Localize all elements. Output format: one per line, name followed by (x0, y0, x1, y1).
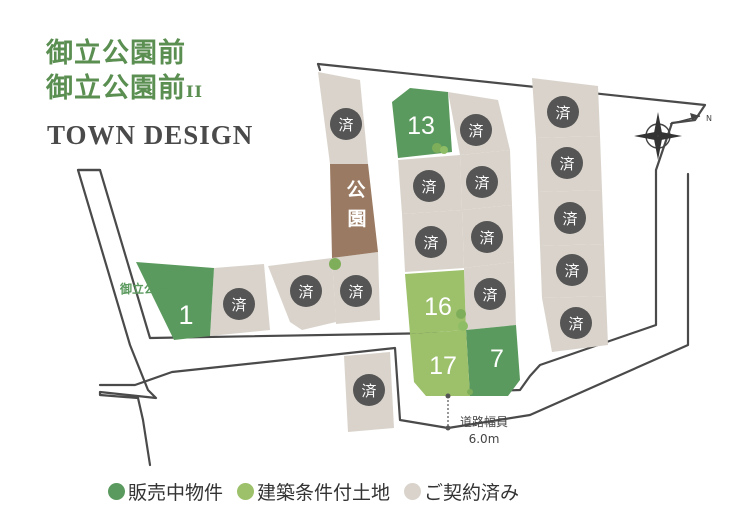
title-line-2: 御立公園前II (46, 73, 203, 104)
sold-badge: 済 (474, 278, 506, 310)
lot-16-number: 16 (424, 293, 452, 321)
road-width-value: 6.0m (469, 432, 500, 446)
svg-text:済: 済 (231, 296, 246, 314)
legend-dot-sold (404, 483, 422, 500)
svg-text:済: 済 (338, 116, 353, 134)
road-lines (76, 62, 707, 467)
park-label-2: 園 (347, 208, 366, 230)
tree-icon (432, 143, 442, 153)
sold-badge: 済 (223, 288, 255, 320)
park-label-1: 公 (346, 179, 365, 201)
sold-badge: 済 (340, 275, 372, 307)
lot-7-number: 7 (490, 345, 504, 373)
sold-badge: 済 (551, 147, 583, 179)
legend-dot-conditional (237, 483, 255, 500)
road-width-marker (445, 393, 451, 431)
sold-badge: 済 (556, 254, 588, 286)
title-line-1: 御立公園前 (46, 38, 186, 69)
legend-item-sold: ご契約済み (404, 478, 519, 505)
svg-text:済: 済 (568, 315, 583, 333)
road-width-label: 道路幅員 (460, 414, 508, 429)
lot-1-caption: 御立公園前II (119, 281, 187, 296)
lot-1-number: 1 (178, 300, 193, 330)
svg-text:済: 済 (564, 262, 579, 280)
lot-13 (392, 88, 452, 158)
svg-text:済: 済 (298, 283, 313, 301)
sold-badge: 済 (466, 166, 498, 198)
svg-text:済: 済 (423, 234, 438, 252)
tree-icon (467, 389, 473, 395)
compass-label: N (706, 114, 712, 123)
svg-text:済: 済 (348, 283, 363, 301)
tree-icon (456, 309, 466, 319)
svg-text:済: 済 (468, 122, 483, 140)
sold-badge: 済 (415, 226, 447, 258)
sold-badge: 済 (290, 275, 322, 307)
lot-17-number: 17 (429, 352, 457, 380)
town-design-subtitle: TOWN DESIGN (47, 120, 254, 150)
legend-dot-sale (108, 483, 125, 500)
lot-16 (405, 270, 466, 334)
sold-badge: 済 (353, 374, 385, 406)
sold-badge: 済 (554, 202, 586, 234)
legend-item-sale: 販売中物件 (108, 478, 223, 505)
tree-icons (329, 143, 473, 395)
svg-text:済: 済 (361, 382, 376, 400)
sold-badge: 済 (413, 170, 445, 202)
sold-badge: 済 (560, 307, 592, 339)
sold-badge: 済 (547, 96, 579, 128)
conditional-lots (405, 270, 470, 396)
svg-text:済: 済 (559, 155, 574, 173)
tree-icon (329, 258, 341, 270)
lot-7 (466, 325, 520, 396)
svg-text:済: 済 (421, 178, 436, 196)
compass-icon: N (634, 112, 712, 160)
svg-text:済: 済 (474, 174, 489, 192)
sold-badge: 済 (330, 108, 362, 140)
tree-icon (440, 146, 448, 154)
sale-lots (136, 88, 520, 396)
lot-17 (410, 330, 470, 396)
svg-text:済: 済 (482, 286, 497, 304)
svg-text:済: 済 (562, 210, 577, 228)
park-lot (330, 164, 378, 258)
lot-1 (136, 262, 214, 340)
tree-icon (458, 321, 468, 331)
svg-text:済: 済 (555, 104, 570, 122)
sold-badge: 済 (471, 221, 503, 253)
sold-badges: 済 済 済 済 済 済 済 済 済 済 済 済 済 済 済 済 (223, 96, 592, 406)
svg-text:済: 済 (479, 229, 494, 247)
legend-item-conditional: 建築条件付土地 (237, 478, 390, 505)
lot-13-number: 13 (407, 112, 435, 140)
legend: 販売中物件 建築条件付土地 ご契約済み (108, 478, 533, 505)
sold-badge: 済 (460, 114, 492, 146)
